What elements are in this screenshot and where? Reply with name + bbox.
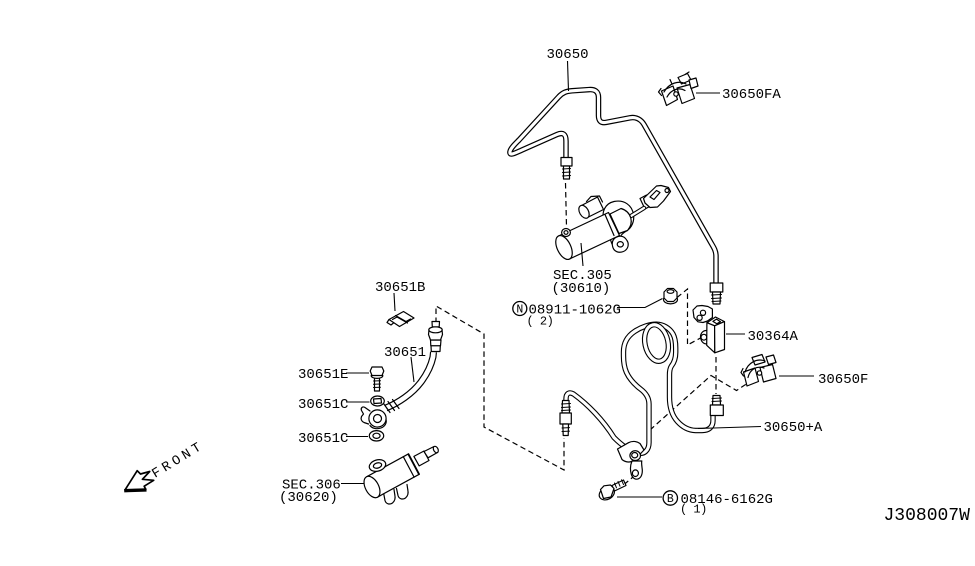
svg-text:30651B: 30651B (375, 280, 425, 296)
svg-text:30650FA: 30650FA (722, 87, 781, 103)
svg-text:30650: 30650 (547, 47, 589, 63)
svg-text:30651: 30651 (384, 345, 426, 361)
svg-text:SEC.305: SEC.305 (553, 268, 612, 284)
svg-text:30651C: 30651C (298, 397, 348, 413)
svg-text:(30610): (30610) (552, 281, 611, 297)
svg-text:B: B (667, 493, 674, 506)
svg-text:J308007W: J308007W (884, 506, 971, 526)
svg-text:30650F: 30650F (818, 372, 868, 388)
svg-text:30364A: 30364A (748, 329, 799, 345)
svg-text:(30620): (30620) (279, 490, 338, 506)
svg-text:( 2): ( 2) (527, 315, 554, 329)
svg-text:N: N (516, 304, 523, 317)
svg-text:08146-6162G: 08146-6162G (681, 492, 773, 508)
svg-text:30650+A: 30650+A (764, 420, 823, 436)
svg-text:30651E: 30651E (298, 367, 348, 383)
svg-text:( 1): ( 1) (680, 503, 707, 517)
svg-text:08911-1062G: 08911-1062G (529, 303, 621, 319)
svg-text:30651C: 30651C (298, 431, 348, 447)
svg-text:SEC.306: SEC.306 (282, 478, 341, 494)
